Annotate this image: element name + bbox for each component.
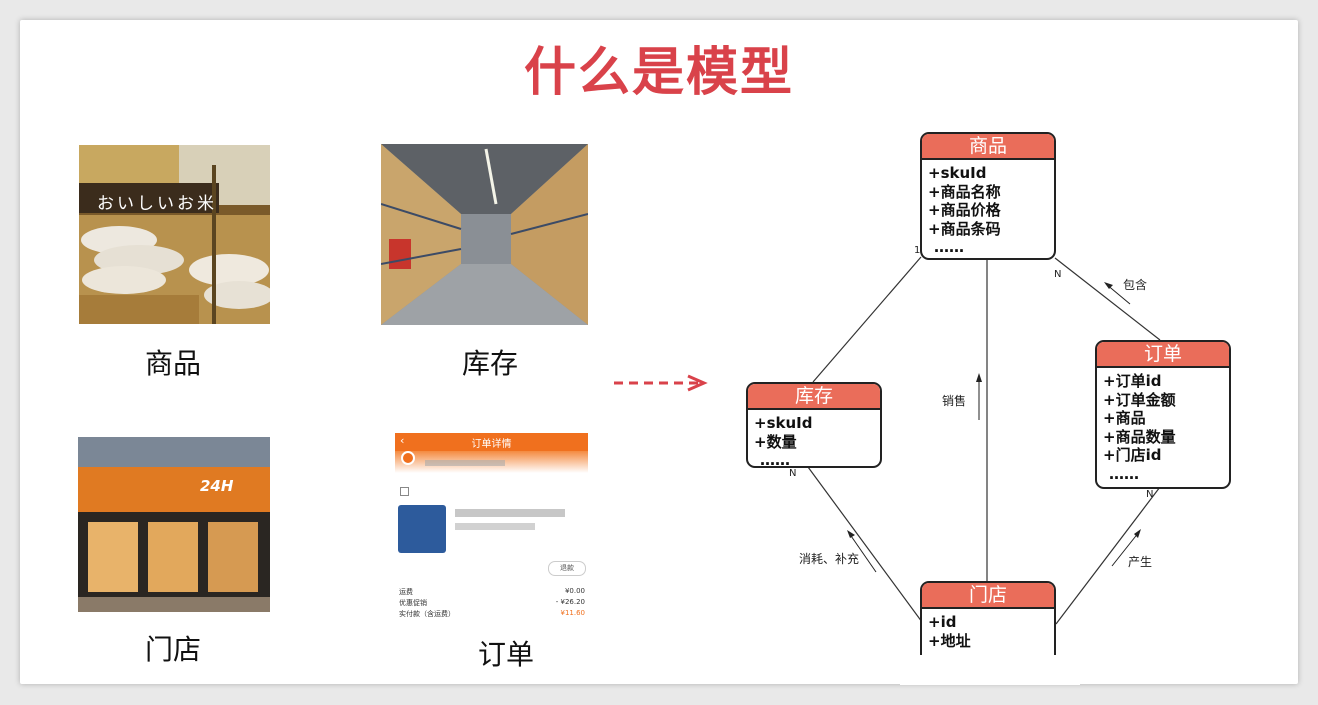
entity-product-name: 商品 [922, 134, 1054, 160]
field: +skuId [928, 164, 987, 182]
entity-store-name: 门店 [922, 583, 1054, 609]
refund-button[interactable]: 退款 [548, 561, 586, 576]
arrow-sell [976, 373, 982, 420]
rice-sign-text: おいしいお米 [97, 194, 217, 214]
arrow-contain [1104, 282, 1131, 305]
cardinality-n-inventory: N [789, 468, 797, 479]
entity-store-fields: +id +地址 [922, 609, 1054, 654]
field: +id [928, 613, 957, 631]
entity-inventory: 库存 +skuId +数量 …… [746, 382, 882, 468]
relation-order-store [1055, 486, 1161, 625]
field: …… [934, 238, 964, 256]
entity-product: 商品 +skuId +商品名称 +商品价格 +商品条码 …… [920, 132, 1056, 260]
field: +订单金额 [1103, 390, 1176, 409]
entity-order: 订单 +订单id +订单金额 +商品 +商品数量 +门店id …… [1095, 340, 1231, 489]
field: …… [1109, 464, 1139, 483]
field: +skuId [754, 414, 813, 432]
field: +门店id [1103, 446, 1162, 464]
entity-order-name: 订单 [1097, 342, 1229, 368]
cardinality-1: 1 [914, 245, 921, 256]
store-sign-text: 24H [200, 477, 234, 495]
store-photo: 24H [78, 437, 270, 612]
caption-inventory: 库存 [462, 347, 519, 380]
paid-value: ¥11.60 [560, 609, 586, 617]
shop-icon [400, 487, 409, 496]
warehouse-image [381, 144, 588, 325]
discount-value: - ¥26.20 [555, 598, 585, 606]
cardinality-n-order: N [1146, 489, 1154, 500]
entity-product-fields: +skuId +商品名称 +商品价格 +商品条码 …… [922, 160, 1054, 258]
field: +数量 [754, 432, 797, 451]
order-screenshot: ‹ 订单详情 退款 运费 ¥0.00 优惠促销 - ¥26.20 实付款（含运费… [395, 433, 588, 625]
relation-product-order [1054, 257, 1161, 341]
order-screenshot-title: 订单详情 [471, 439, 512, 450]
discount-row: 优惠促销 - ¥26.20 [399, 598, 585, 608]
slide-bottom-mask [900, 655, 1080, 685]
fee-label: 运费 [399, 588, 413, 596]
rice-store-image [79, 145, 270, 324]
paid-label: 实付款（含运费） [399, 610, 455, 618]
paid-row: 实付款（含运费） ¥11.60 [399, 609, 585, 619]
order-screenshot-header [395, 433, 588, 451]
caption-store: 门店 [145, 633, 202, 666]
location-pin-icon [401, 451, 415, 465]
field: +商品 [1103, 409, 1146, 427]
redacted-address [425, 460, 505, 466]
label-contain: 包含 [1123, 278, 1148, 292]
back-icon: ‹ [400, 434, 405, 447]
storefront-image [78, 437, 270, 612]
arrow-consume [847, 530, 877, 573]
field: +商品名称 [928, 182, 1001, 201]
cardinality-n-product: N [1054, 269, 1062, 280]
entity-inventory-fields: +skuId +数量 …… [748, 410, 880, 468]
product-thumbnail [398, 505, 446, 553]
redacted-product-spec [455, 523, 535, 530]
arrow-produce [1111, 529, 1141, 567]
label-sell: 销售 [942, 394, 967, 408]
field: +商品数量 [1103, 427, 1176, 446]
product-photo: おいしいお米 [79, 145, 270, 324]
field: +地址 [928, 631, 971, 650]
relation-product-inventory [812, 256, 922, 383]
relation-inventory-store [807, 466, 923, 623]
field: +商品价格 [928, 201, 1001, 219]
label-consume: 消耗、补充 [799, 552, 860, 566]
entity-inventory-name: 库存 [748, 384, 880, 410]
discount-label: 优惠促销 [399, 599, 427, 607]
field: +商品条码 [928, 219, 1001, 238]
caption-product: 商品 [145, 347, 202, 380]
caption-order: 订单 [478, 638, 535, 671]
fee-row: 运费 ¥0.00 [399, 587, 585, 597]
inventory-photo [381, 144, 588, 325]
page-title: 什么是模型 [523, 43, 794, 103]
entity-order-fields: +订单id +订单金额 +商品 +商品数量 +门店id …… [1097, 368, 1229, 487]
field: +订单id [1103, 372, 1162, 390]
fee-value: ¥0.00 [564, 587, 585, 595]
redacted-product-name [455, 509, 565, 517]
field: …… [760, 451, 790, 468]
label-produce: 产生 [1128, 555, 1153, 569]
transition-arrow [614, 374, 708, 392]
